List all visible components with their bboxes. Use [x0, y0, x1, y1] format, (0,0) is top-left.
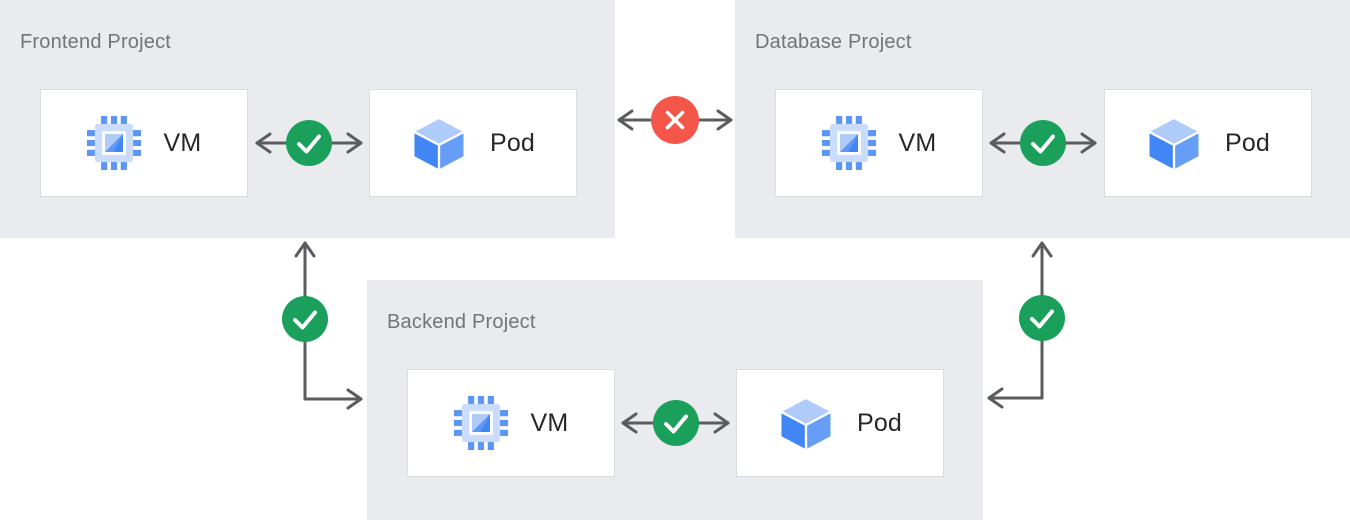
node-label: VM	[163, 128, 202, 157]
panel-database-project: Database Project VM	[735, 0, 1350, 238]
compute-vm-icon	[453, 396, 508, 450]
status-allowed-frontend-vm-pod	[286, 120, 332, 166]
check-icon	[282, 296, 328, 342]
node-frontend-pod: Pod	[369, 89, 577, 197]
panel-title: Database Project	[755, 31, 912, 53]
check-icon	[653, 400, 699, 446]
panel-title: Frontend Project	[20, 31, 172, 53]
node-label: VM	[898, 128, 937, 157]
node-frontend-vm: VM	[40, 89, 248, 197]
panel-title: Backend Project	[387, 311, 536, 333]
node-label: Pod	[856, 408, 903, 437]
check-icon	[1019, 295, 1065, 341]
node-backend-vm: VM	[407, 369, 615, 477]
status-blocked-frontend-database	[651, 96, 699, 144]
status-allowed-frontend-backend	[282, 296, 328, 342]
panel-frontend-project: Frontend Project VM	[0, 0, 615, 238]
cross-icon	[651, 96, 699, 144]
status-allowed-backend-vm-pod	[653, 400, 699, 446]
compute-vm-icon	[821, 116, 876, 170]
node-label: Pod	[1224, 128, 1271, 157]
node-label: VM	[530, 408, 569, 437]
pod-cube-icon	[778, 395, 834, 451]
check-icon	[286, 120, 332, 166]
check-icon	[1020, 120, 1066, 166]
status-allowed-database-backend	[1019, 295, 1065, 341]
pod-cube-icon	[411, 115, 467, 171]
node-database-pod: Pod	[1104, 89, 1312, 197]
pod-cube-icon	[1146, 115, 1202, 171]
node-label: Pod	[489, 128, 536, 157]
compute-vm-icon	[86, 116, 141, 170]
node-database-vm: VM	[775, 89, 983, 197]
node-backend-pod: Pod	[736, 369, 944, 477]
status-allowed-database-vm-pod	[1020, 120, 1066, 166]
